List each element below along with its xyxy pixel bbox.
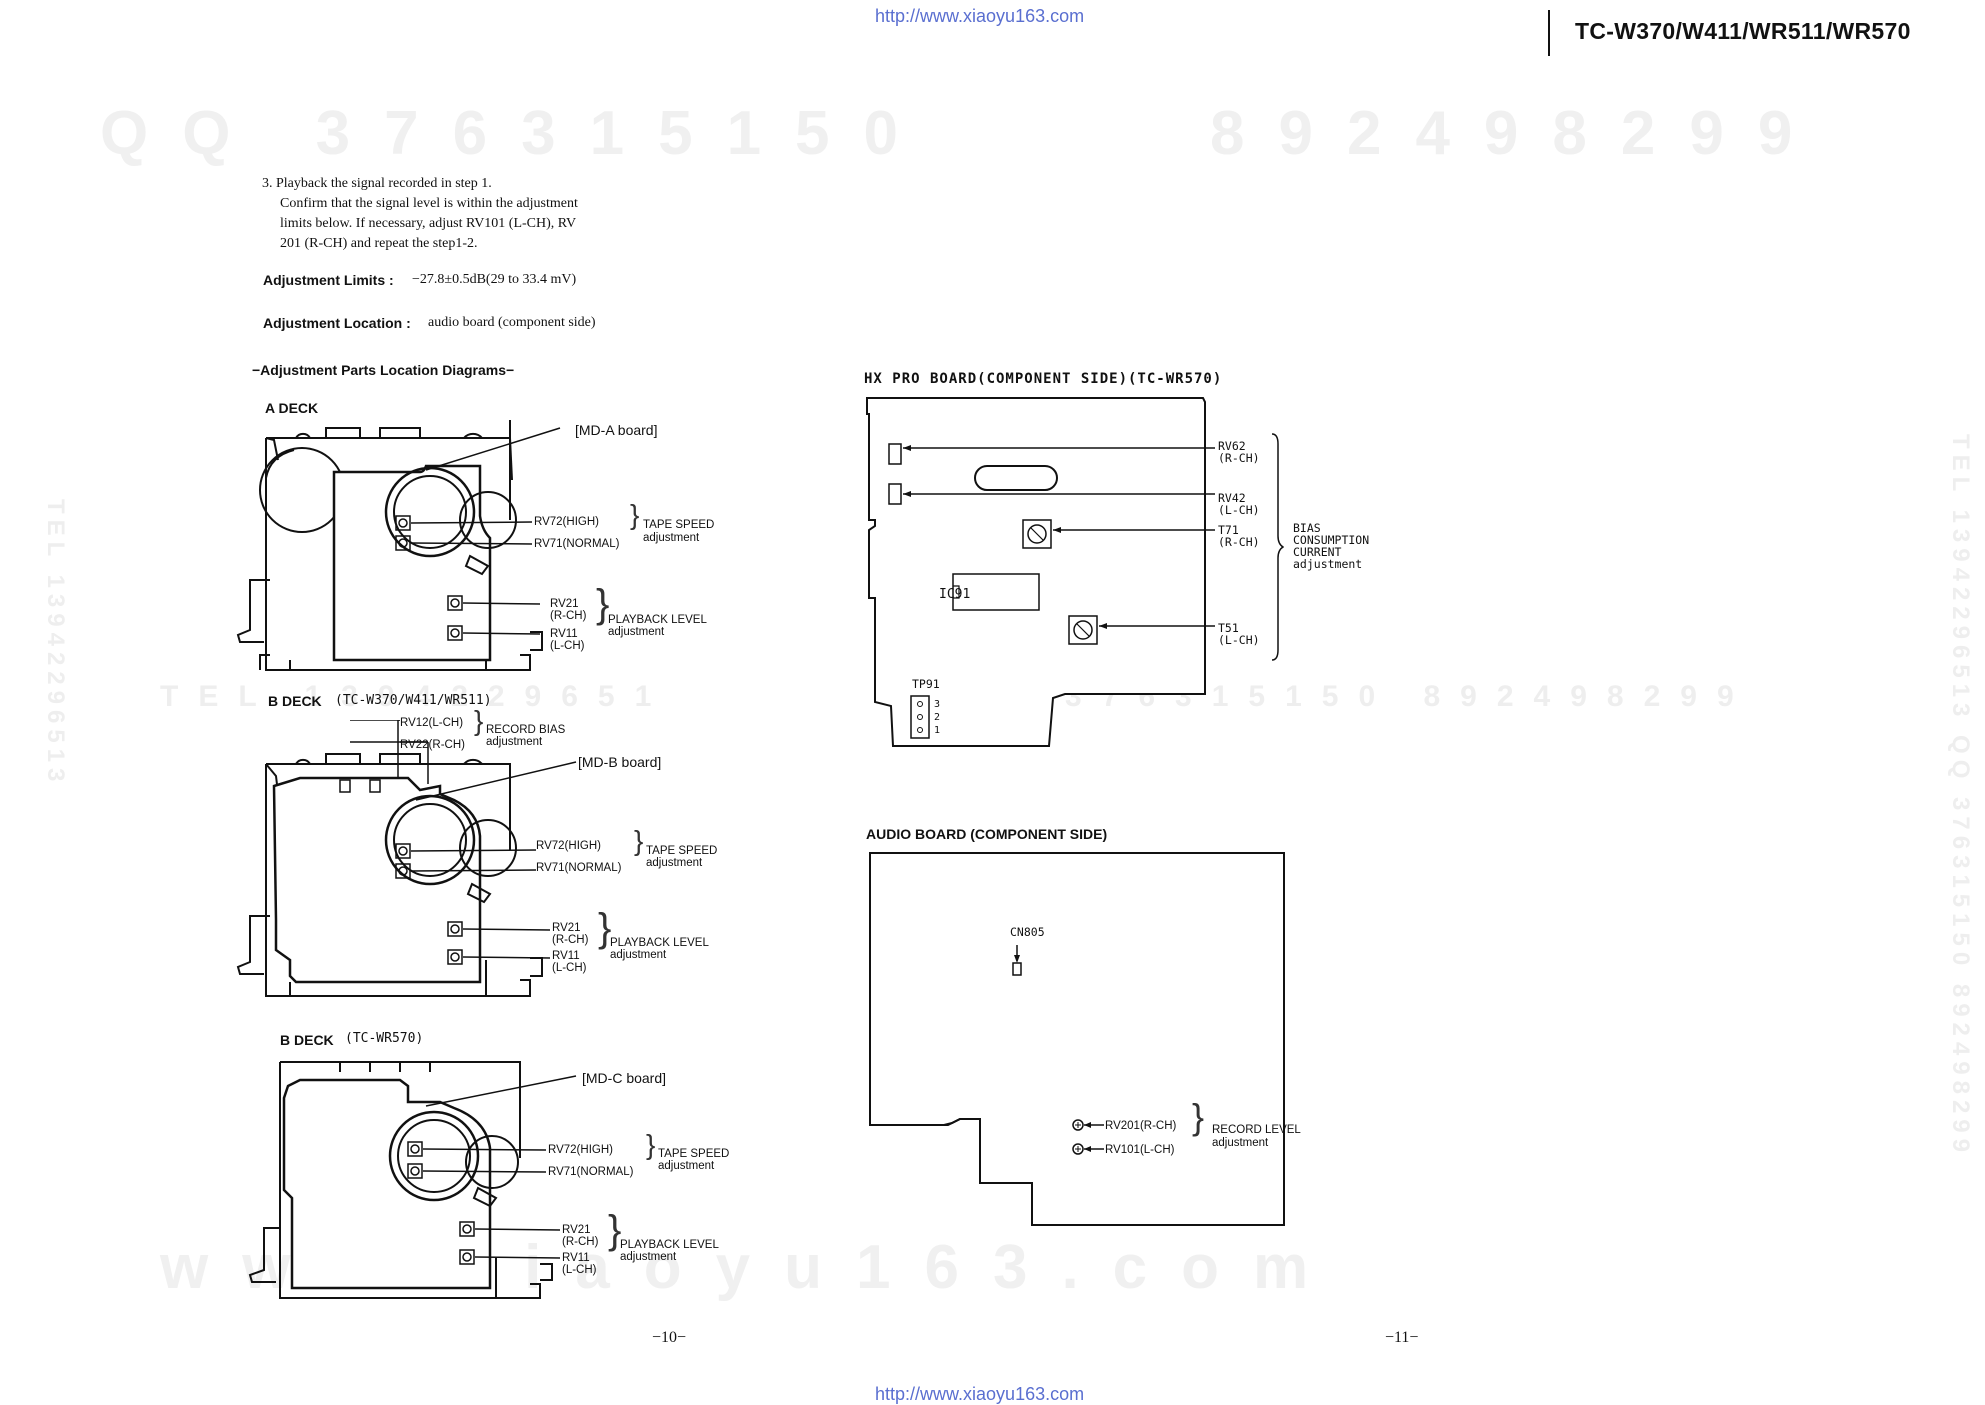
b-rv11-ch: (L-CH) [552,962,587,974]
c-rv72: RV72(HIGH) [548,1144,613,1156]
c-tape-speed: TAPE SPEED [658,1148,730,1160]
a-tape-adj: adjustment [643,532,700,544]
a-tape-speed: TAPE SPEED [643,519,715,531]
c-deck-title: B DECK [280,1032,334,1048]
b-deck-diagram [236,720,577,997]
b-brace-rec: } [474,705,484,736]
c-deck-models: (TC-WR570) [345,1031,424,1046]
c-brace-play: } [608,1208,622,1252]
watermark-side-right: TEL 13942296513 QQ 376315150 892498299 [1947,434,1974,1158]
c-deck-board-label: [MD-C board] [582,1070,667,1086]
a-rv21: RV21 [550,598,579,610]
watermark-number: 892498299 [1210,99,1827,168]
b-deck-board-label: [MD-B board] [578,754,662,770]
b-rv71: RV71(NORMAL) [536,862,622,874]
c-rv21: RV21 [562,1224,591,1236]
b-brace-play: } [598,906,612,950]
a-rv21-ch: (R-CH) [550,610,587,622]
hx-t71: T71 [1218,523,1239,537]
hx-adjustment: adjustment [1293,557,1363,571]
b-rv11: RV11 [552,950,580,962]
a-deck-title: A DECK [265,400,319,416]
watermark-tel: TEL 1394229651 [160,680,672,713]
a-deck-board-label: [MD-A board] [575,422,658,438]
b-rv72: RV72(HIGH) [536,840,601,852]
limits-value: −27.8±0.5dB(29 to 33.4 mV) [412,272,577,287]
c-rv71: RV71(NORMAL) [548,1166,634,1178]
c-rv11: RV11 [562,1252,590,1264]
audio-rv101: RV101(L-CH) [1105,1144,1175,1156]
location-label: Adjustment Location : [263,315,411,331]
c-brace-tape: } [646,1129,656,1160]
b-deck-models: (TC-W370/W411/WR511) [335,693,492,708]
c-deck-diagram [248,1061,577,1299]
audio-title: AUDIO BOARD (COMPONENT SIDE) [866,826,1108,842]
model-title: TC-W370/W411/WR511/WR570 [1575,18,1911,44]
hx-rv62-ch: (R-CH) [1218,451,1260,465]
b-deck-title: B DECK [268,693,322,709]
audio-record-adj: adjustment [1212,1137,1269,1149]
page-number-left: −10− [652,1329,687,1346]
c-rv11-ch: (L-CH) [562,1264,597,1276]
page-number-right: −11− [1385,1329,1419,1346]
hx-t71-ch: (R-CH) [1218,535,1260,549]
step3-line2: Confirm that the signal level is within … [280,196,578,211]
hx-board-diagram [866,397,1215,747]
hx-pin1: 1 [934,725,941,736]
a-playback-adj: adjustment [608,626,665,638]
location-value: audio board (component side) [428,315,596,330]
hx-current: CURRENT [1293,545,1342,559]
url-top[interactable]: http://www.xiaoyu163.com [875,6,1085,26]
c-playback-adj: adjustment [620,1251,677,1263]
hx-rv42: RV42 [1218,491,1246,505]
b-tape-speed: TAPE SPEED [646,845,718,857]
audio-rv201: RV201(R-CH) [1105,1120,1177,1132]
step3-line3: limits below. If necessary, adjust RV101… [280,216,577,231]
url-bottom[interactable]: http://www.xiaoyu163.com [875,1384,1085,1404]
hx-rv62: RV62 [1218,439,1246,453]
c-tape-adj: adjustment [658,1160,715,1172]
hx-pin2: 2 [934,712,941,723]
a-brace-play: } [596,582,610,626]
c-playback: PLAYBACK LEVEL [620,1239,719,1251]
watermark-side-left: TEL 13942296513 [42,499,69,788]
hx-tp91: TP91 [912,677,940,691]
step3-line1: 3. Playback the signal recorded in step … [262,176,492,191]
hx-t51: T51 [1218,621,1239,635]
b-brace-tape: } [634,825,644,856]
b-playback-adj: adjustment [610,949,667,961]
diagrams-heading: −Adjustment Parts Location Diagrams− [252,362,515,378]
b-rv21-ch: (R-CH) [552,934,589,946]
limits-label: Adjustment Limits : [263,272,394,288]
hx-brace [1271,433,1284,661]
hx-t51-ch: (L-CH) [1218,633,1260,647]
hx-consumption: CONSUMPTION [1293,533,1370,547]
b-rv21: RV21 [552,922,581,934]
c-rv21-ch: (R-CH) [562,1236,599,1248]
b-tape-adj: adjustment [646,857,703,869]
hx-bias: BIAS [1293,521,1321,535]
a-rv72: RV72(HIGH) [534,516,599,528]
b-rec-adj: adjustment [486,736,543,748]
audio-record-level: RECORD LEVEL [1212,1124,1301,1136]
header-rule [1548,10,1550,56]
a-rv71: RV71(NORMAL) [534,538,620,550]
hx-title: HX PRO BOARD(COMPONENT SIDE)(TC-WR570) [864,371,1223,387]
audio-board-diagram [869,852,1285,1226]
a-rv11-ch: (L-CH) [550,640,585,652]
audio-brace: } [1192,1096,1205,1137]
b-rv12: RV12(L-CH) [400,717,464,729]
audio-cn805: CN805 [1010,925,1045,939]
a-playback: PLAYBACK LEVEL [608,614,707,626]
watermark-qq: QQ 376315150 [100,99,933,168]
b-playback: PLAYBACK LEVEL [610,937,709,949]
b-rec-bias: RECORD BIAS [486,724,566,736]
a-deck-diagram [236,420,561,671]
hx-pin3: 3 [934,699,941,710]
hx-rv42-ch: (L-CH) [1218,503,1260,517]
hx-ic91: IC91 [939,587,971,602]
a-brace-tape: } [630,499,640,530]
a-rv11: RV11 [550,628,578,640]
step3-line4: 201 (R-CH) and repeat the step1-2. [280,236,478,251]
